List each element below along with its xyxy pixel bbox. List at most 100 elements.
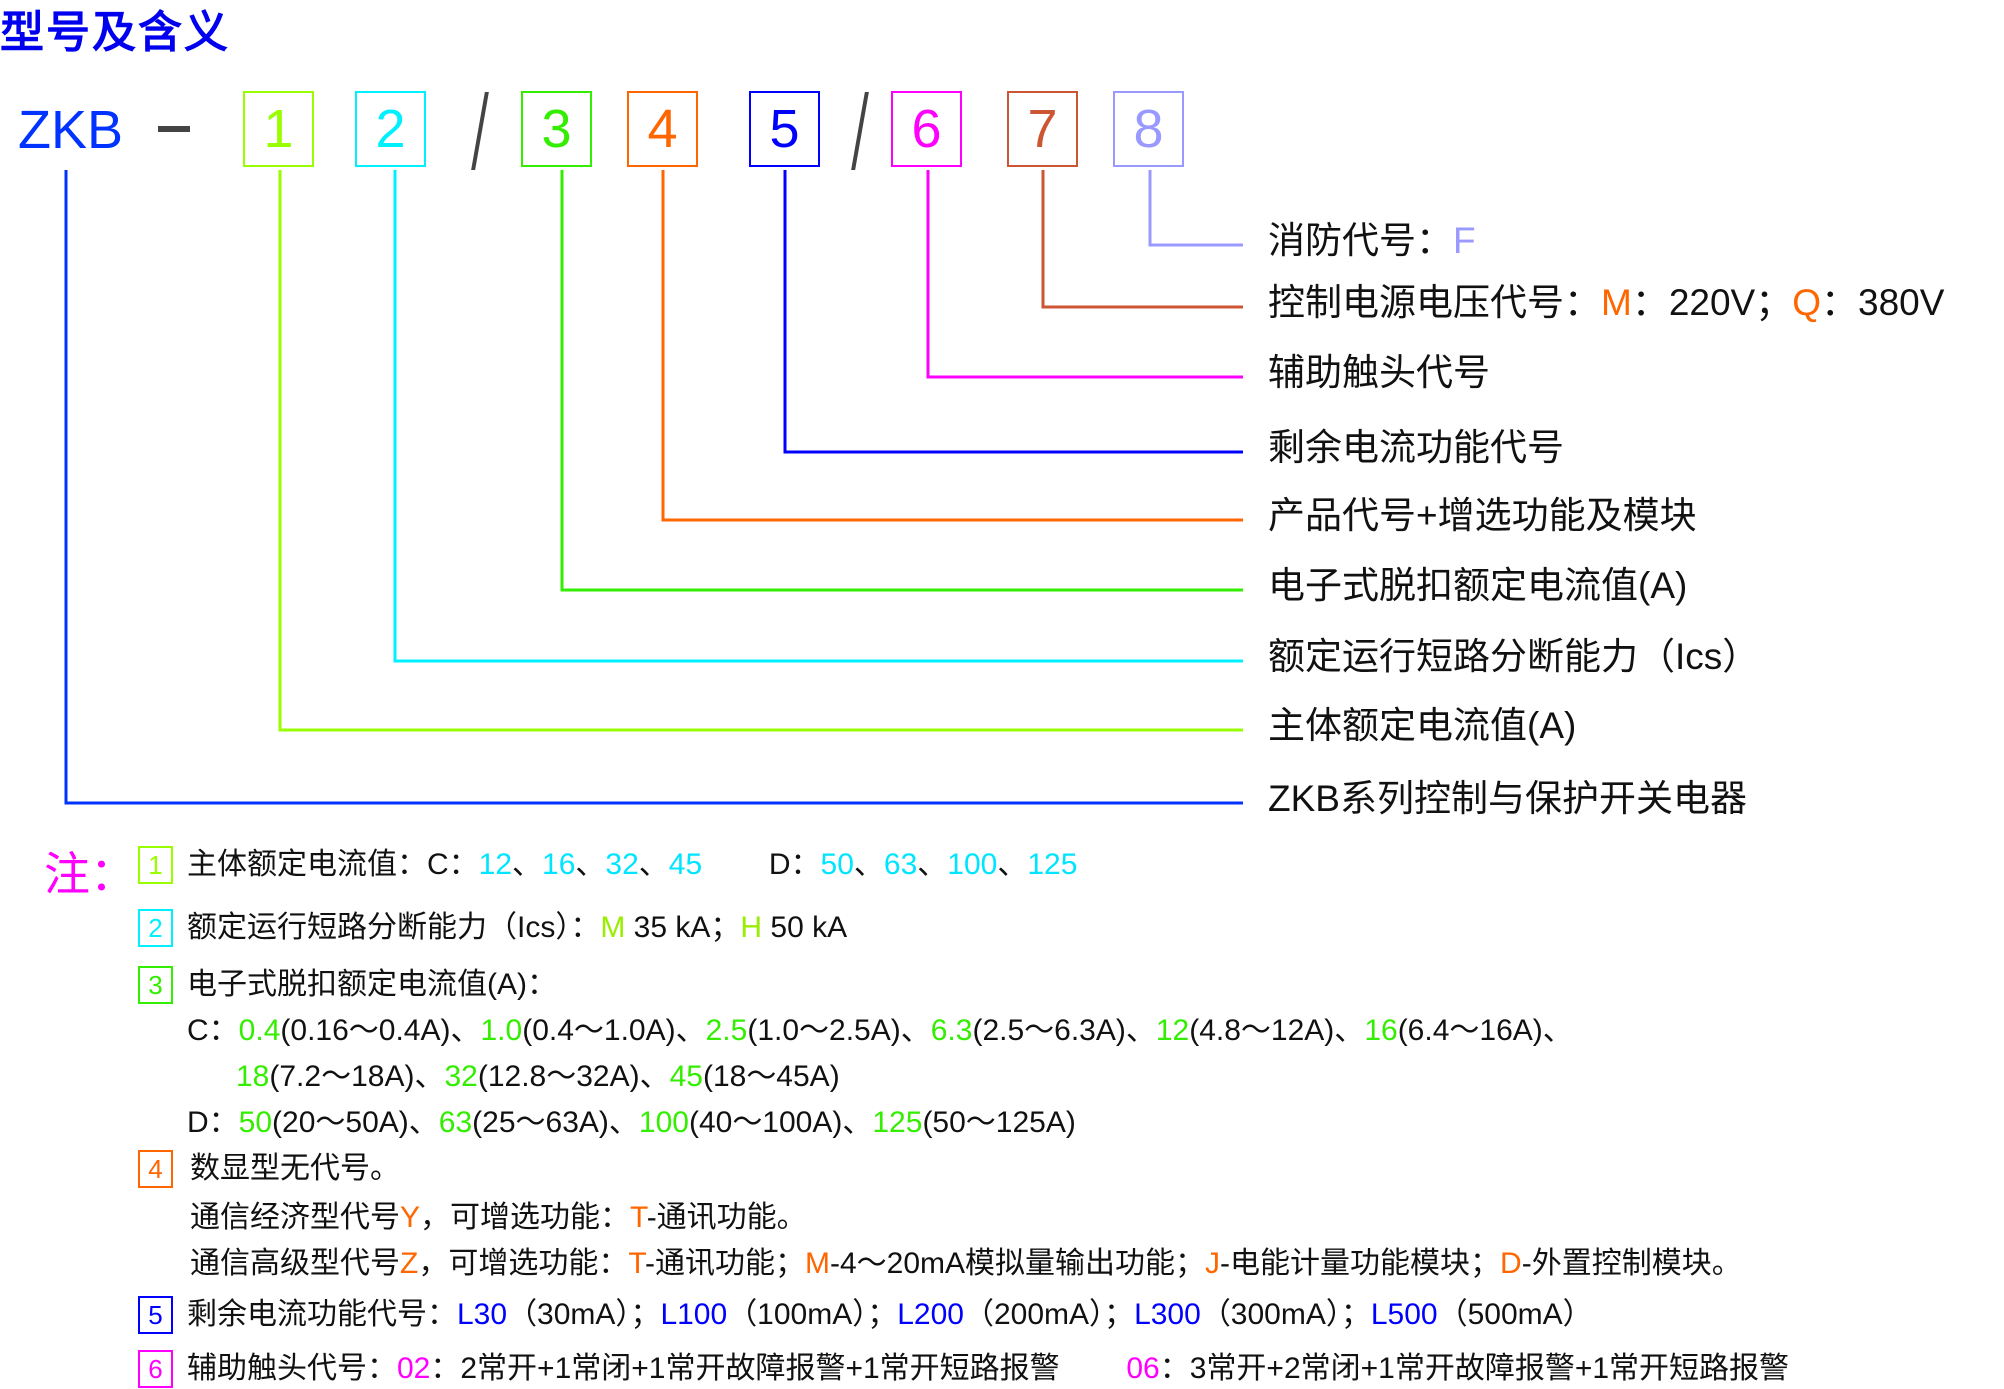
code-value: 50	[238, 1106, 273, 1139]
note-box-3: 3	[138, 966, 173, 1004]
text-segment: （200mA）；	[964, 1298, 1135, 1331]
text-segment: 、	[917, 848, 948, 881]
code-value: L30	[457, 1298, 508, 1331]
text-segment: 通信经济型代号	[190, 1201, 400, 1234]
text-segment: -通讯功能；	[645, 1247, 805, 1280]
code-value: 63	[438, 1106, 473, 1139]
code-value: M	[805, 1247, 830, 1280]
note-line: 数显型无代号。	[190, 1149, 400, 1189]
code-value: 100	[638, 1106, 689, 1139]
text-segment: (18～45A)	[702, 1060, 840, 1093]
connector-line-3	[560, 170, 1243, 592]
text-segment: 剩余电流功能代号	[1268, 427, 1564, 468]
code-value: 06	[1126, 1352, 1160, 1385]
code-value: 1.0	[480, 1014, 523, 1047]
model-prefix: ZKB	[18, 100, 124, 160]
code-value: 45	[668, 848, 703, 881]
code-value: 45	[669, 1060, 703, 1093]
text-segment: （100mA）；	[727, 1298, 898, 1331]
text-segment: 主体额定电流值(A)	[1268, 705, 1577, 746]
text-segment: 35 kA；	[625, 911, 741, 944]
text-segment: -电能计量功能模块；	[1220, 1247, 1501, 1280]
text-segment: (40～100A)、	[688, 1106, 873, 1139]
connector-line-5	[783, 170, 1243, 454]
code-value: L100	[660, 1298, 728, 1331]
text-segment: 、	[853, 848, 884, 881]
code-value: 100	[947, 848, 998, 881]
code-value: L200	[897, 1298, 964, 1331]
text-segment: (6.4～16A)、	[1397, 1014, 1573, 1047]
text-segment: （300mA）；	[1200, 1298, 1371, 1331]
code-box-2: 2	[355, 91, 426, 167]
text-segment: 、	[512, 848, 543, 881]
legend-label: 电子式脱扣额定电流值(A)	[1268, 564, 1687, 608]
code-box-7: 7	[1007, 91, 1078, 167]
code-value: 12	[1155, 1014, 1190, 1047]
text-segment: ：380V	[1821, 282, 1945, 323]
note-box-5: 5	[138, 1296, 173, 1334]
note-line: 18(7.2～18A)、32(12.8～32A)、45(18～45A)	[236, 1057, 840, 1097]
code-value: Z	[400, 1247, 419, 1280]
code-value: M	[600, 911, 626, 944]
text-segment: 产品代号+增选功能及模块	[1268, 495, 1697, 536]
code-value: 16	[1364, 1014, 1398, 1047]
text-segment: ZKB系列控制与保护开关电器	[1268, 778, 1747, 819]
code-value: 02	[397, 1352, 431, 1385]
text-segment: (12.8～32A)、	[477, 1060, 670, 1093]
model-dash	[158, 126, 190, 132]
legend-label: 额定运行短路分断能力（Ics）	[1268, 635, 1759, 679]
legend-label: 剩余电流功能代号	[1268, 426, 1564, 470]
text-segment: (4.8～12A)、	[1189, 1014, 1365, 1047]
note-line: 主体额定电流值：C：12、16、32、45 D：50、63、100、125	[187, 845, 1077, 885]
code-box-1: 1	[243, 91, 314, 167]
connector-line-2	[393, 170, 1243, 663]
code-box-8: 8	[1113, 91, 1184, 167]
text-segment: -4～20mA模拟量输出功能；	[830, 1247, 1206, 1280]
code-value: Q	[1792, 282, 1822, 323]
code-value: 16	[542, 848, 576, 881]
text-segment: 电子式脱扣额定电流值(A)：	[187, 968, 557, 1001]
connector-line-4	[661, 170, 1243, 522]
text-segment: 控制电源电压代号：	[1268, 282, 1601, 323]
text-segment: (2.5～6.3A)、	[972, 1014, 1156, 1047]
note-line: 通信高级型代号Z，可增选功能：T-通讯功能；M-4～20mA模拟量输出功能；J-…	[190, 1244, 1742, 1284]
code-value: 0.4	[238, 1014, 281, 1047]
text-segment: 额定运行短路分断能力（Ics）：	[187, 911, 601, 944]
code-box-4: 4	[627, 91, 698, 167]
text-segment: 电子式脱扣额定电流值(A)	[1268, 565, 1688, 606]
text-segment: ，可增选功能：	[420, 1201, 631, 1234]
code-box-3: 3	[521, 91, 592, 167]
text-segment: (0.4～1.0A)、	[522, 1014, 706, 1047]
connector-line-7	[1041, 170, 1243, 309]
note-line: 剩余电流功能代号：L30（30mA）；L100（100mA）；L200（200m…	[187, 1295, 1593, 1335]
text-segment: ，可增选功能：	[418, 1247, 629, 1280]
text-segment: 通信高级型代号	[190, 1247, 400, 1280]
code-value: H	[740, 911, 763, 944]
text-segment: 额定运行短路分断能力（Ics）	[1268, 636, 1760, 677]
text-segment: 主体额定电流值：C：	[187, 848, 479, 881]
section-title: 型号及含义	[0, 8, 230, 57]
legend-label: 主体额定电流值(A)	[1268, 704, 1576, 748]
text-segment: (7.2～18A)、	[269, 1060, 445, 1093]
text-segment: (20～50A)、	[272, 1106, 439, 1139]
connector-line-8	[1148, 170, 1243, 247]
text-segment: 、	[997, 848, 1028, 881]
text-segment: （30mA）；	[507, 1298, 661, 1331]
text-segment: -外置控制模块。	[1521, 1247, 1742, 1280]
text-segment: 辅助触头代号	[1268, 352, 1490, 393]
note-box-2: 2	[138, 909, 173, 947]
code-value: 32	[444, 1060, 478, 1093]
code-box-5: 5	[749, 91, 820, 167]
note-line: C：0.4(0.16～0.4A)、1.0(0.4～1.0A)、2.5(1.0～2…	[187, 1011, 1573, 1051]
notes-mark: 注：	[44, 848, 136, 900]
text-segment: ：2常开+1常闭+1常开故障报警+1常开短路报警	[430, 1352, 1127, 1385]
legend-label: ZKB系列控制与保护开关电器	[1268, 777, 1747, 821]
connector-line-1	[278, 170, 1243, 732]
text-segment: (1.0～2.5A)、	[747, 1014, 931, 1047]
code-value: 63	[883, 848, 918, 881]
text-segment: 、	[638, 848, 669, 881]
text-segment: (0.16～0.4A)、	[280, 1014, 481, 1047]
note-box-1: 1	[138, 846, 173, 884]
code-value: M	[1601, 282, 1632, 323]
legend-label: 辅助触头代号	[1268, 351, 1490, 395]
